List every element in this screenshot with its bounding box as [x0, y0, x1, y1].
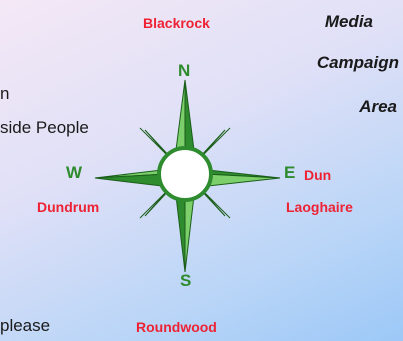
area-title-line1: Media — [325, 12, 373, 32]
area-title-line2: Campaign — [317, 53, 399, 73]
compass-north-letter: N — [178, 61, 190, 81]
compass-south-letter: S — [180, 271, 191, 291]
place-south-roundwood: Roundwood — [136, 319, 217, 335]
place-west-dundrum: Dundrum — [37, 199, 99, 215]
place-east-line1: Dun — [304, 167, 331, 183]
compass-west-letter: W — [66, 163, 82, 183]
compass-east-letter: E — [284, 163, 295, 183]
place-east-line2: Laoghaire — [286, 199, 353, 215]
area-title-line3: Area — [359, 97, 397, 117]
place-north-blackrock: Blackrock — [143, 15, 210, 31]
